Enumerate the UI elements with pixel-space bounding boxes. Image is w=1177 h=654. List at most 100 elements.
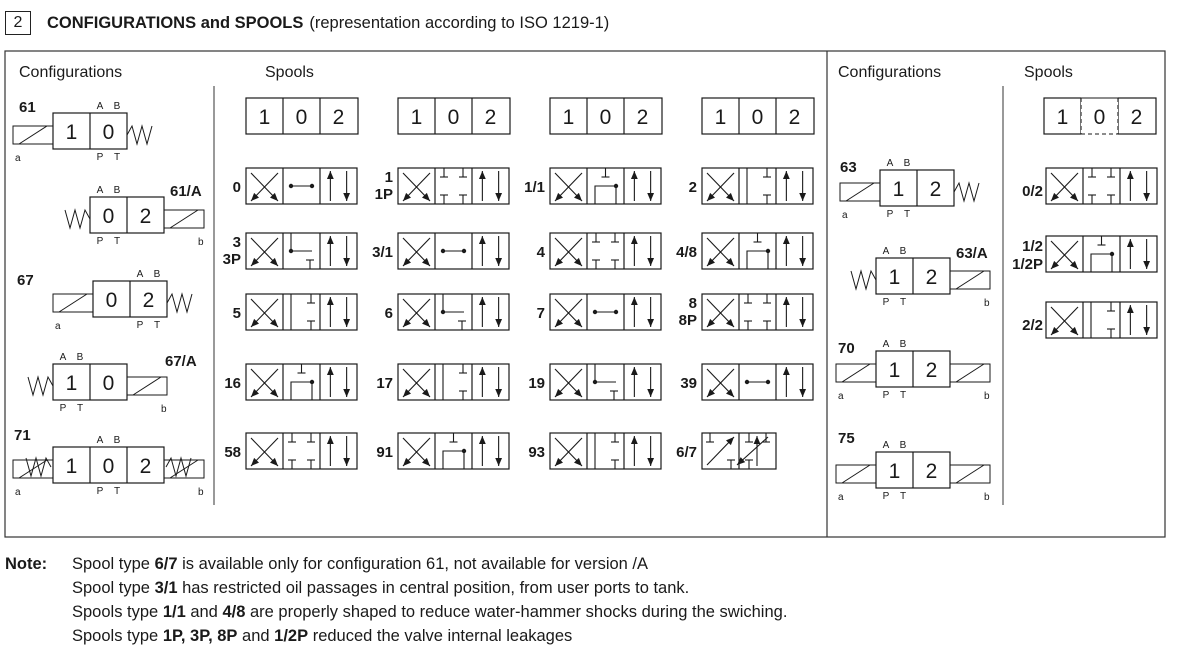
spool-label-17: 58 bbox=[224, 444, 241, 461]
configuration-code: 75 bbox=[838, 430, 855, 447]
spool-right-symbol-3 bbox=[1045, 301, 1158, 339]
spool-code-variant: 1/2P bbox=[1012, 256, 1043, 273]
port-b: B bbox=[900, 440, 907, 451]
port-a: A bbox=[883, 339, 890, 350]
spool-code: 2 bbox=[689, 179, 697, 196]
port-p: P bbox=[883, 297, 890, 308]
spool-code: 91 bbox=[376, 444, 393, 461]
spool-label-20: 6/7 bbox=[676, 444, 697, 461]
port-b: B bbox=[904, 158, 911, 169]
spool-label-9: 5 bbox=[233, 305, 241, 322]
position-digit: 1 bbox=[66, 372, 78, 395]
position-digit-2: 2 bbox=[485, 106, 497, 129]
section-subtitle: (representation according to ISO 1219-1) bbox=[309, 13, 610, 32]
position-digit-0: 0 bbox=[600, 106, 612, 129]
port-p: P bbox=[97, 152, 104, 163]
position-digit-1: 1 bbox=[1057, 106, 1069, 129]
spool-label-4: 2 bbox=[689, 179, 697, 196]
position-digit: 2 bbox=[140, 455, 152, 478]
spool-code: 6 bbox=[385, 305, 393, 322]
spool-label-6: 3/1 bbox=[372, 244, 393, 261]
spool-label-1: 0 bbox=[233, 179, 241, 196]
spool-code: 7 bbox=[537, 305, 545, 322]
note-line-1: Spool type 6/7 is available only for con… bbox=[72, 555, 649, 573]
position-digit: 0 bbox=[106, 289, 118, 312]
solenoid-a: a bbox=[838, 391, 844, 402]
position-digit-1: 1 bbox=[563, 106, 575, 129]
solenoid-b: b bbox=[984, 391, 990, 402]
port-t: T bbox=[904, 209, 910, 220]
spool-code: 6/7 bbox=[676, 444, 697, 461]
position-digit-1: 1 bbox=[259, 106, 271, 129]
port-b: B bbox=[114, 101, 121, 112]
spool-symbol-2 bbox=[397, 167, 510, 205]
position-digit: 1 bbox=[889, 359, 901, 382]
port-b: B bbox=[77, 352, 84, 363]
spool-code: 2/2 bbox=[1022, 317, 1043, 334]
port-p: P bbox=[887, 209, 894, 220]
spool-code: 93 bbox=[528, 444, 545, 461]
configuration-code: 63 bbox=[840, 159, 857, 176]
spool-code: 17 bbox=[376, 375, 393, 392]
spool-symbol-6 bbox=[397, 232, 510, 270]
spool-code: 4 bbox=[537, 244, 546, 261]
position-digit: 2 bbox=[926, 266, 938, 289]
spool-symbol-14 bbox=[397, 363, 510, 401]
position-digit-1: 1 bbox=[411, 106, 423, 129]
spool-symbol-7 bbox=[549, 232, 662, 270]
section-title: CONFIGURATIONS and SPOOLS bbox=[47, 13, 304, 32]
port-a: A bbox=[97, 185, 104, 196]
port-b: B bbox=[900, 246, 907, 257]
heading-spools-right: Spools bbox=[1024, 64, 1073, 81]
spool-right-label-2: 1/21/2P bbox=[1012, 238, 1043, 273]
heading-spools-left: Spools bbox=[265, 64, 314, 81]
spool-label-2: 11P bbox=[375, 169, 393, 203]
section-header: 2 CONFIGURATIONS and SPOOLS (representat… bbox=[5, 10, 609, 36]
solenoid-b: b bbox=[984, 298, 990, 309]
port-t: T bbox=[154, 320, 160, 331]
solenoid-b: b bbox=[161, 404, 167, 415]
spool-symbol-10 bbox=[397, 293, 510, 331]
spool-symbol-11 bbox=[549, 293, 662, 331]
spool-position-header-right: 1 0 2 bbox=[1043, 97, 1157, 135]
solenoid-b: b bbox=[984, 492, 990, 503]
position-digit: 1 bbox=[66, 455, 78, 478]
position-digit-2: 2 bbox=[1131, 106, 1143, 129]
position-digit-0: 0 bbox=[752, 106, 764, 129]
position-digit-1: 1 bbox=[715, 106, 727, 129]
spool-symbol-19 bbox=[549, 432, 662, 470]
note-line-3: Spools type 1/1 and 4/8 are properly sha… bbox=[72, 603, 788, 621]
solenoid-b: b bbox=[198, 237, 204, 248]
spool-code: 5 bbox=[233, 305, 241, 322]
position-digit: 2 bbox=[926, 359, 938, 382]
spool-symbol-9 bbox=[245, 293, 358, 331]
position-digit: 1 bbox=[889, 266, 901, 289]
position-digit-0: 0 bbox=[1094, 106, 1106, 129]
spool-code: 1/1 bbox=[524, 179, 545, 196]
position-digit: 1 bbox=[889, 460, 901, 483]
spool-label-19: 93 bbox=[528, 444, 545, 461]
spool-symbol-5 bbox=[245, 232, 358, 270]
port-t: T bbox=[114, 236, 120, 247]
position-digit-0: 0 bbox=[296, 106, 308, 129]
port-t: T bbox=[114, 486, 120, 497]
spool-symbol-17 bbox=[245, 432, 358, 470]
port-p: P bbox=[60, 403, 67, 414]
section-number-box: 2 bbox=[5, 11, 31, 35]
spool-symbol-16 bbox=[701, 363, 814, 401]
port-b: B bbox=[114, 435, 121, 446]
position-digit: 1 bbox=[893, 178, 905, 201]
configuration-code: 70 bbox=[838, 340, 855, 357]
spool-code: 0/2 bbox=[1022, 183, 1043, 200]
spool-symbol-4 bbox=[701, 167, 814, 205]
configuration-code: 67/A bbox=[165, 353, 197, 370]
heading-configurations-left: Configurations bbox=[19, 64, 122, 81]
position-digit: 0 bbox=[103, 205, 115, 228]
spool-code: 3/1 bbox=[372, 244, 393, 261]
